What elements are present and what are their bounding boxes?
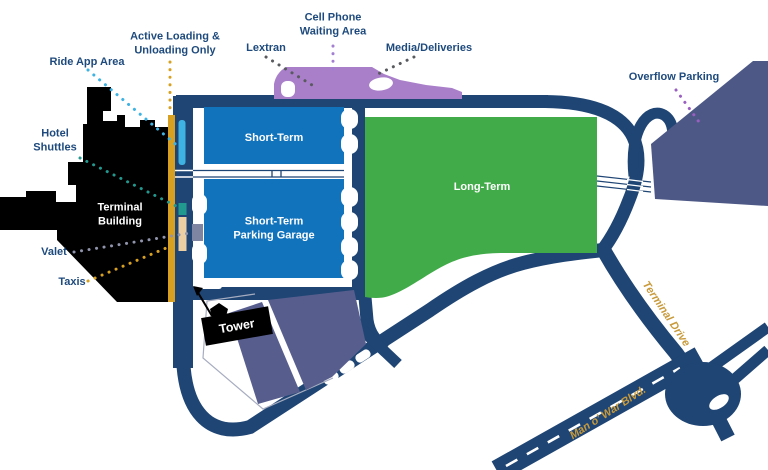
curb-islands — [192, 109, 371, 385]
label-taxis: Taxis — [58, 276, 86, 289]
crosswalk-overflow — [596, 175, 652, 193]
leader-overflow — [674, 88, 701, 124]
east-slate-lot — [268, 290, 366, 390]
leader-ride-app — [86, 68, 182, 150]
cell-phone-loop-island — [369, 77, 393, 91]
tower-parcel-outline — [202, 293, 334, 410]
unlabeled-lots — [229, 290, 366, 404]
label-overflow-parking: Overflow Parking — [628, 71, 720, 84]
leader-lextran — [264, 55, 314, 87]
crosswalk-terminal — [190, 169, 344, 178]
ride-app-strip — [178, 120, 186, 165]
connector-stub-road — [358, 326, 402, 368]
label-lextran: Lextran — [246, 42, 286, 55]
tower-icon — [210, 303, 228, 320]
short-term-lot — [204, 107, 344, 164]
valet-stop — [192, 224, 203, 241]
long-term-lot — [365, 117, 597, 298]
junction-median-island — [709, 394, 729, 410]
man-o-war-centerline — [505, 366, 681, 468]
leader-media-deliveries — [376, 55, 416, 76]
active-loading-strip — [168, 115, 175, 302]
label-short-term: Short-Term — [244, 132, 304, 145]
leader-lines — [72, 44, 701, 283]
label-long-term: Long-Term — [453, 181, 511, 194]
leader-valet — [72, 231, 192, 254]
label-media-deliveries: Media/Deliveries — [385, 42, 473, 55]
hotel-shuttle-stop — [178, 203, 187, 215]
crosswalk-terminal-road-gap — [174, 169, 193, 178]
leader-hotel-shuttles — [78, 156, 178, 208]
cell-phone-waiting-area — [274, 67, 462, 99]
label-active-loading: Active Loading &Unloading Only — [130, 30, 220, 56]
label-valet: Valet — [41, 246, 67, 259]
terminal-loop-south-road — [176, 243, 604, 437]
cell-phone-ramp-island — [281, 81, 295, 97]
label-ride-app-area: Ride App Area — [49, 56, 125, 69]
road-junction — [665, 362, 741, 426]
terminal-building-shape — [0, 87, 168, 302]
leader-taxis — [86, 241, 180, 283]
overflow-parking-lot — [651, 61, 768, 206]
tower-pointer-arrow — [193, 286, 203, 296]
short-term-garage-lot — [204, 179, 344, 278]
tower-pointer-line — [196, 290, 213, 317]
crosswalk-overflow-road-gap — [626, 178, 644, 193]
terminal-drive-road — [596, 245, 735, 442]
taxi-strip — [178, 217, 187, 251]
